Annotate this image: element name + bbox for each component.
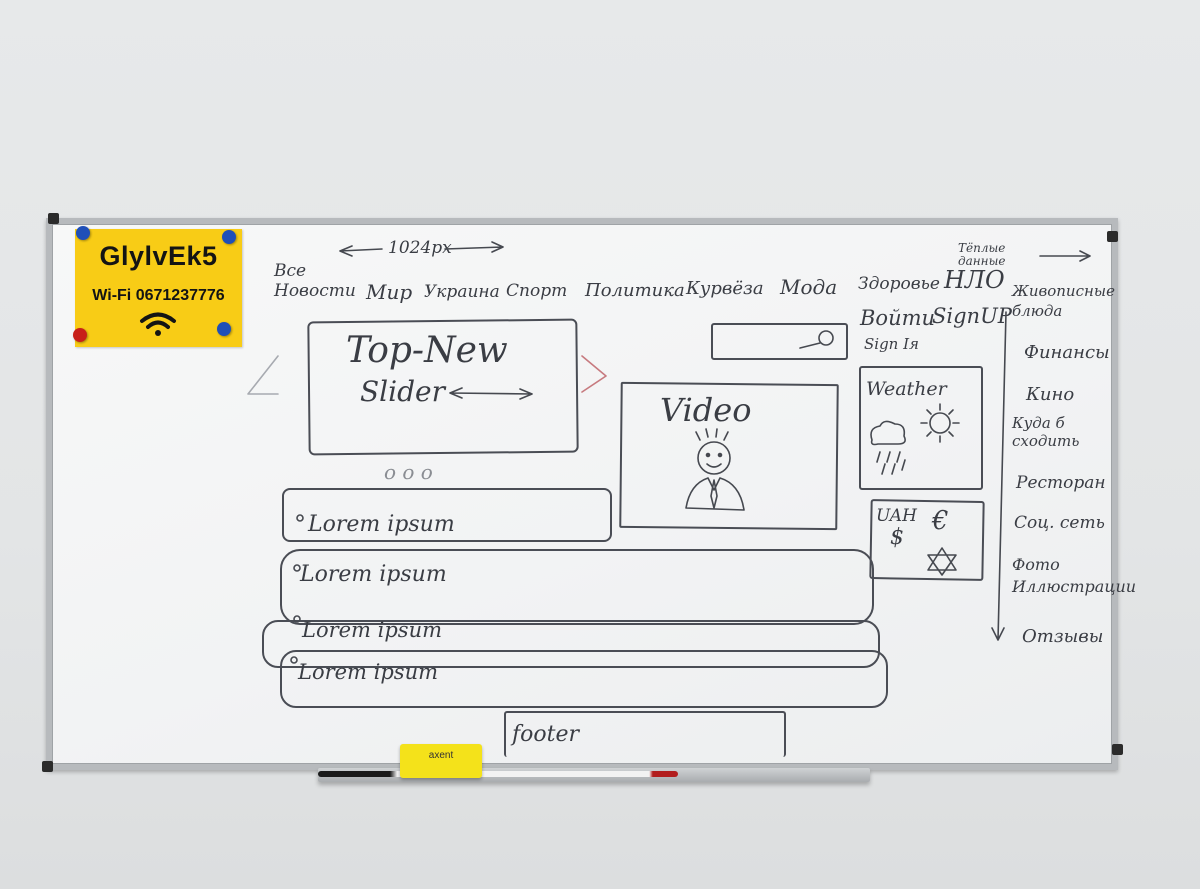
slider-inner-arrow	[449, 387, 533, 400]
slider-next-arrow	[581, 355, 607, 393]
nav-item: Украина	[424, 282, 500, 302]
magnet-blue	[76, 226, 90, 240]
video-label: Video	[660, 391, 752, 429]
list-bullet-icon	[293, 564, 301, 572]
wifi-password-line: Wi-Fi 0671237776	[75, 287, 242, 305]
width-arrow-left	[339, 245, 383, 257]
slider-subtitle: Slider	[360, 375, 445, 408]
nav-item: Политика	[585, 280, 685, 301]
nav-item: Мир	[366, 280, 413, 304]
board-corner-bottom-left	[42, 761, 53, 772]
person-icon	[685, 428, 745, 511]
magnet-blue	[222, 230, 236, 244]
currency-uah: UAH	[876, 506, 917, 526]
slider-dots: о о о	[384, 460, 433, 484]
sidebar-item: Фото Иллюстрации	[1012, 555, 1137, 596]
list-bullet-icon	[293, 615, 301, 623]
auth-signin: Sign Iя	[864, 335, 919, 353]
nav-item: Курвёза	[686, 278, 764, 299]
magnet-blue	[217, 322, 231, 336]
star-icon	[927, 547, 957, 576]
currency-euro: €	[932, 506, 949, 536]
slider-title: Top-New	[346, 330, 508, 371]
footer-box	[504, 711, 786, 757]
sidebar-down-arrow	[991, 311, 1007, 641]
eraser-brand: axent	[428, 750, 454, 761]
footer-label: footer	[512, 722, 580, 747]
sidebar-item: Живописные блюда	[1012, 282, 1115, 320]
sidebar-item: Финансы	[1024, 342, 1110, 363]
nav-item-all-news: Все Новости	[274, 261, 356, 301]
sidebar-header: Тёплые данные	[958, 241, 1006, 269]
board-corner-top-right	[1107, 231, 1118, 242]
wifi-label: Wi-Fi	[92, 287, 132, 304]
wifi-ssid: GlylvEk5	[99, 241, 218, 271]
list-item-box	[262, 620, 880, 668]
cloud-icon	[870, 420, 906, 475]
wifi-icon	[140, 312, 176, 336]
list-item-box	[280, 549, 874, 625]
width-label: 1024px	[388, 238, 452, 258]
sidebar-item: Куда б сходить	[1012, 414, 1080, 450]
currency-dollar: $	[890, 525, 904, 550]
sidebar-item: Ресторан	[1016, 473, 1106, 493]
list-bullet-icon	[290, 656, 298, 664]
sidebar-item: Отзывы	[1022, 626, 1104, 647]
nav-item: Мода	[780, 275, 838, 299]
list-item-text: Lorem ipsum	[298, 660, 439, 684]
nav-item: НЛО	[944, 266, 1005, 294]
auth-signup: SignUP	[932, 304, 1012, 328]
auth-login: Войти	[860, 306, 936, 330]
list-item-box	[280, 650, 888, 708]
sun-icon	[920, 403, 960, 443]
list-item-text: Lorem ipsum	[300, 562, 447, 587]
sidebar-item: Кино	[1026, 384, 1075, 405]
weather-label: Weather	[866, 378, 947, 400]
nav-item: Спорт	[506, 281, 568, 301]
list-item-text: Lorem ipsum	[308, 512, 455, 537]
magnet-red	[73, 328, 87, 342]
sidebar-item: Соц. сеть	[1014, 513, 1105, 533]
search-icon	[799, 330, 834, 349]
width-arrow-right	[444, 241, 504, 253]
board-corner-top-left	[48, 213, 59, 224]
slider-prev-arrow	[247, 355, 279, 395]
sidebar-right-arrow	[1039, 250, 1091, 262]
list-item-box	[282, 488, 612, 542]
list-item-text: Lorem ipsum	[302, 618, 443, 642]
wifi-sign: GlylvEk5 Wi-Fi 0671237776	[75, 229, 242, 347]
board-corner-bottom-right	[1112, 744, 1123, 755]
board-eraser: axent	[400, 744, 482, 778]
search-box	[711, 323, 848, 360]
nav-item: Здоровье	[858, 274, 940, 294]
marker-pen	[318, 771, 678, 777]
wifi-phone: 0671237776	[135, 287, 225, 304]
list-bullet-icon	[296, 514, 304, 522]
weather-box	[859, 366, 983, 490]
